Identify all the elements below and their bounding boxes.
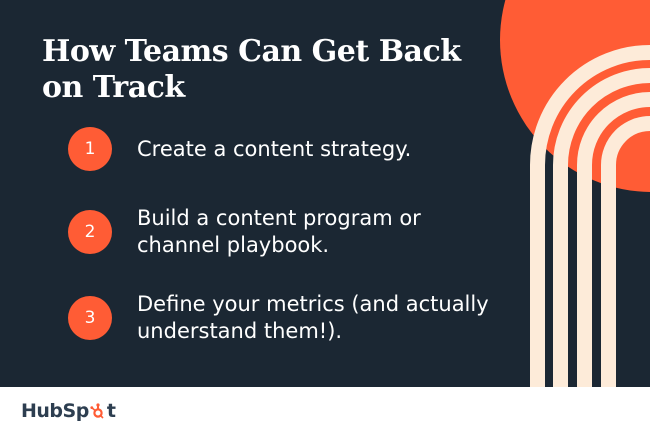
decorative-arches-graphic [500,0,650,387]
footer: HubSp t [0,387,650,433]
infographic-panel: How Teams Can Get Back on Track 1 Create… [0,0,650,387]
step-item-1: 1 Create a content strategy. [68,127,497,171]
cream-arches [530,45,650,387]
step-item-3: 3 Define your metrics (and actually unde… [68,291,497,345]
sprocket-icon [90,403,104,419]
step-number-badge: 3 [68,296,112,340]
hubspot-logo: HubSp t [21,400,116,422]
step-text: Define your metrics (and actually unders… [137,292,489,343]
step-number-badge: 2 [68,210,112,254]
step-number-badge: 1 [68,127,112,171]
page-title: How Teams Can Get Back on Track [42,34,461,105]
step-text: Create a content strategy. [137,136,412,161]
step-text: Build a content program or channel playb… [137,206,421,257]
logo-text-start: HubSp [21,400,89,422]
logo-text-end: t [106,400,116,422]
step-item-2: 2 Build a content program or channel pla… [68,205,497,259]
